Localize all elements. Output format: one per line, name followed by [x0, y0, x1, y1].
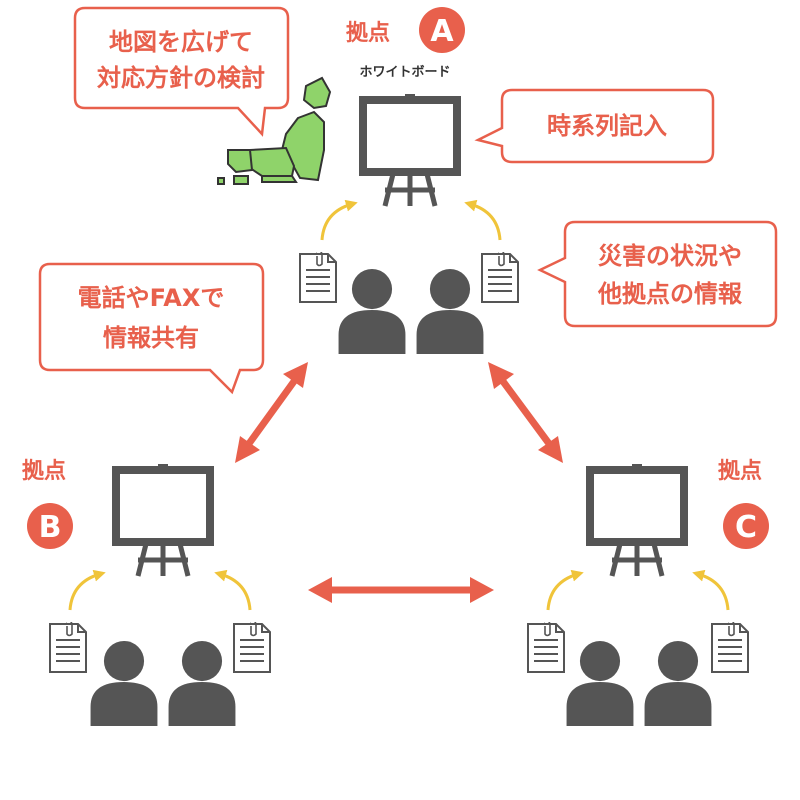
site-c-letter: C [735, 510, 757, 545]
bubble-map-discussion: 地図を広げて 対応方針の検討 [73, 6, 290, 137]
site-c-label: 拠点 C [718, 458, 769, 549]
person-icon [338, 268, 406, 354]
document-icon [49, 622, 87, 673]
site-c-badge [723, 503, 769, 549]
bubble-disaster-line2: 他拠点の情報 [597, 280, 743, 308]
bubble-disaster-info: 災害の状況や 他拠点の情報 [537, 220, 778, 328]
document-icon [527, 622, 565, 673]
yellow-arrow-icon [692, 569, 730, 611]
whiteboard-icon [116, 464, 210, 576]
yellow-arrow-icon [546, 569, 584, 611]
yellow-arrow-icon [68, 569, 106, 611]
person-icon [644, 640, 712, 726]
person-icon [566, 640, 634, 726]
bubble-phone-fax: 電話やFAXで 情報共有 [38, 262, 265, 395]
person-icon [90, 640, 158, 726]
person-icon [168, 640, 236, 726]
bubble-map-line2: 対応方針の検討 [97, 64, 265, 92]
document-icon [299, 252, 337, 303]
yellow-arrow-icon [464, 199, 502, 241]
whiteboard-icon [590, 464, 684, 576]
bubble-disaster-line1: 災害の状況や [598, 242, 742, 270]
yellow-arrow-icon [214, 569, 252, 611]
site-c-label-text: 拠点 [718, 458, 762, 484]
site-a-group [299, 199, 519, 354]
document-icon [711, 622, 749, 673]
whiteboard-icon [363, 94, 457, 206]
document-icon [481, 252, 519, 303]
site-b-label-text: 拠点 [22, 458, 66, 484]
site-a-badge [419, 7, 465, 53]
site-b-letter: B [39, 510, 62, 545]
double-arrow-a-c [488, 362, 563, 463]
site-a-label: 拠点 A [346, 7, 465, 53]
bubble-phone-line2: 情報共有 [103, 324, 199, 352]
bubble-timeline: 時系列記入 [474, 88, 715, 164]
site-c-group [527, 569, 749, 726]
site-b-group [49, 569, 271, 726]
double-arrow-b-c [308, 577, 494, 603]
yellow-arrow-icon [320, 199, 358, 241]
double-arrow-a-b [235, 362, 308, 463]
site-b-label: 拠点 B [22, 458, 73, 549]
japan-map-icon [217, 76, 332, 185]
site-a-label-text: 拠点 [346, 20, 390, 46]
site-b-badge [27, 503, 73, 549]
site-a-letter: A [430, 14, 454, 49]
person-icon [416, 268, 484, 354]
bubble-map-line1: 地図を広げて [109, 28, 253, 56]
bubble-phone-line1: 電話やFAXで [78, 284, 225, 312]
document-icon [233, 622, 271, 673]
whiteboard-caption: ホワイトボード [359, 64, 450, 80]
bubble-timeline-line1: 時系列記入 [547, 112, 667, 140]
